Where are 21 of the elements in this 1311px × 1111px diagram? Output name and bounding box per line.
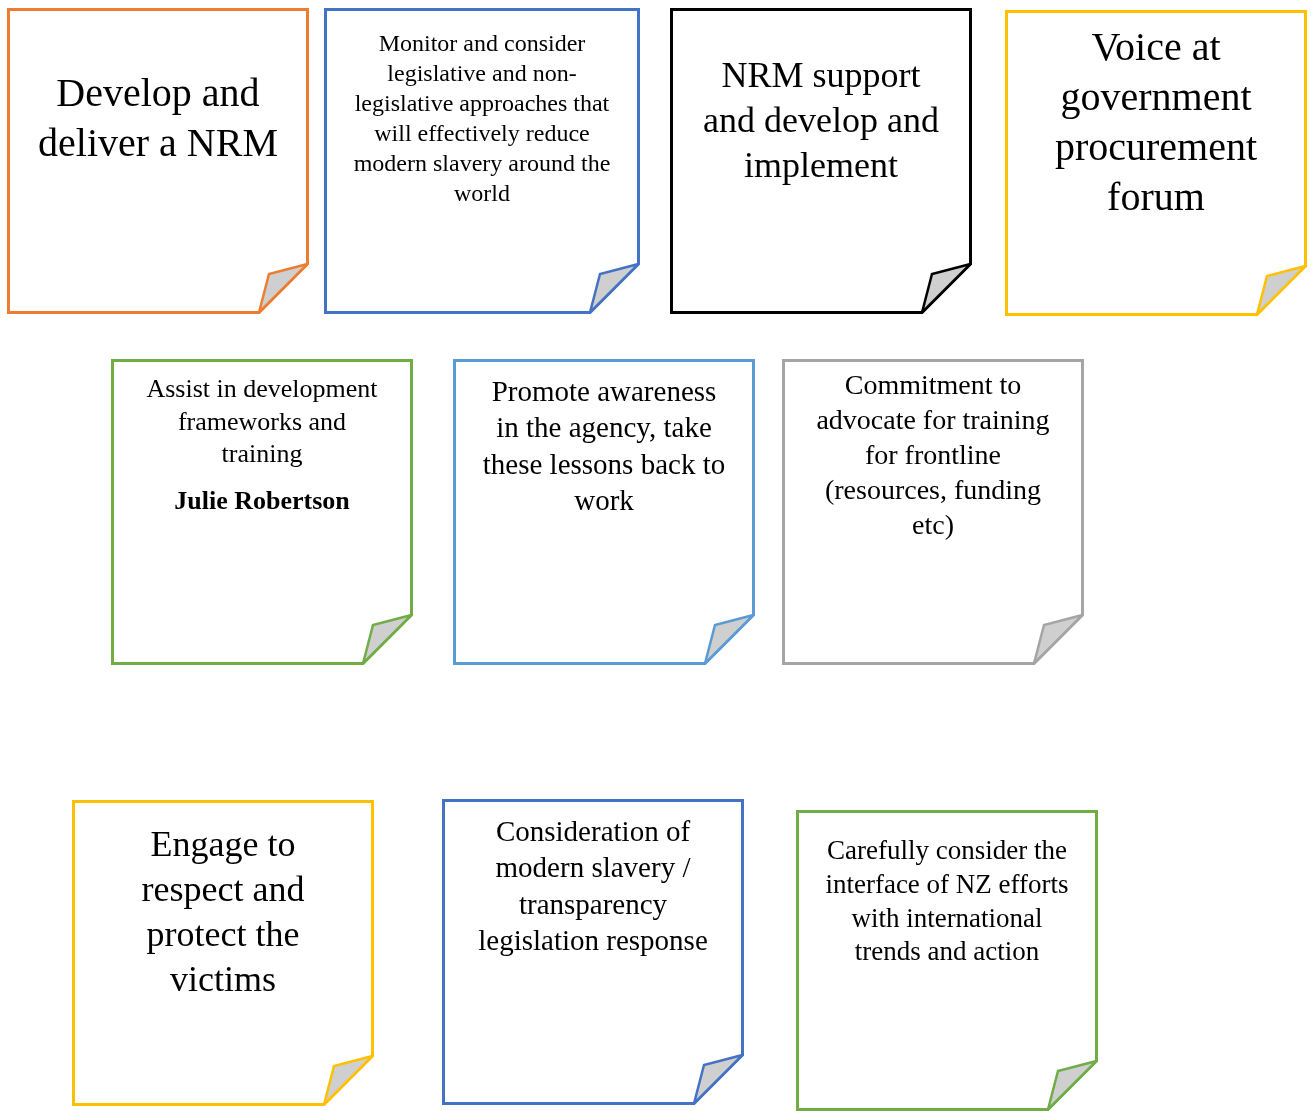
sticky-note	[782, 359, 1084, 665]
note-text: Voice at government procurement forum	[1053, 23, 1259, 221]
sticky-note	[72, 800, 374, 1106]
note-text: Promote awareness in the agency, take these lessons back to work	[481, 374, 727, 518]
note-text: Engage to respect and protect the victims	[140, 823, 306, 1001]
person-name: Julie Robertson	[173, 484, 351, 517]
sticky-note	[1005, 10, 1307, 316]
note-text: Develop and deliver a NRM	[37, 69, 279, 167]
sticky-note	[324, 8, 640, 314]
note-text: Assist in development frameworks and training	[145, 373, 379, 470]
note-text: NRM support and develop and implement	[702, 54, 940, 187]
note-text: Consideration of modern slavery / transparency legislation response	[477, 814, 709, 958]
sticky-note	[111, 359, 413, 665]
sticky-note	[796, 810, 1098, 1111]
sticky-note	[453, 359, 755, 665]
note-text: Carefully consider the interface of NZ efforts with international trends and action	[824, 834, 1070, 969]
sticky-note	[442, 799, 744, 1105]
sticky-note	[7, 8, 309, 314]
note-text: Commitment to advocate for training for frontline (resources, funding etc)	[815, 368, 1051, 542]
sticky-note	[670, 8, 972, 314]
note-text: Monitor and consider legislative and non-legislative approaches that will effectively reduce modern slavery around the world	[352, 29, 612, 208]
